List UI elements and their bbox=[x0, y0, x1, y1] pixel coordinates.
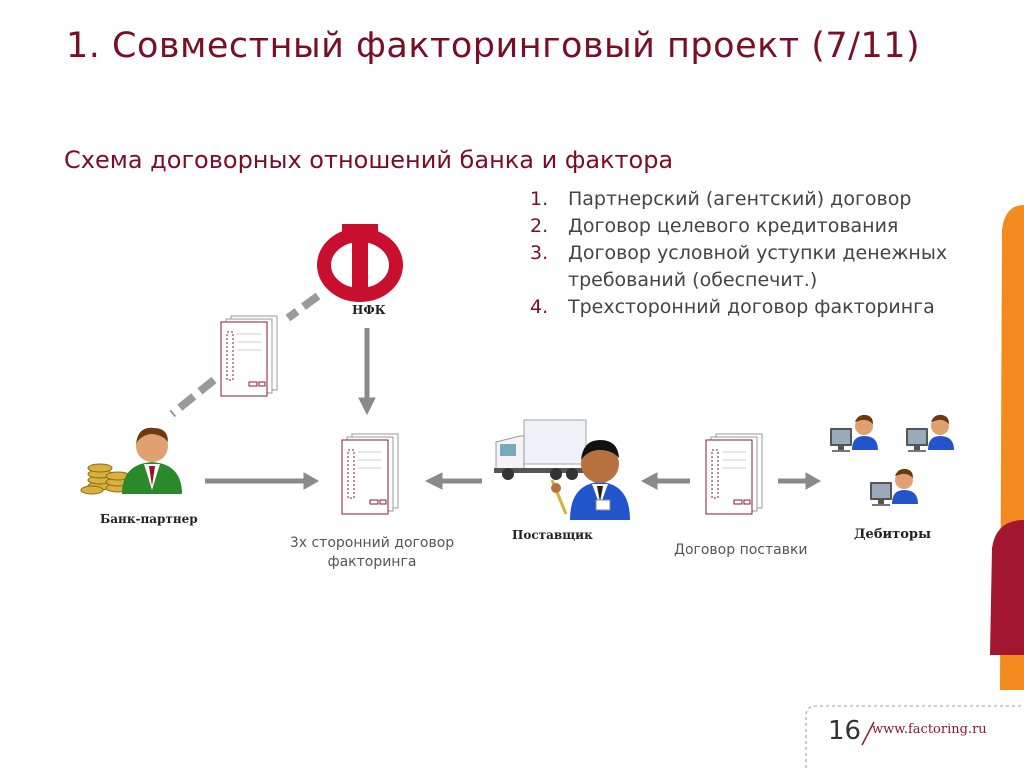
arrow-icon bbox=[205, 328, 822, 490]
connector-nfk-doc bbox=[285, 292, 321, 322]
connector-doc-bank bbox=[169, 376, 217, 418]
computer-user-icon bbox=[830, 414, 878, 452]
document-icon bbox=[220, 315, 278, 397]
side-decoration-red bbox=[990, 520, 1024, 655]
document-icon bbox=[705, 433, 763, 515]
slide-title: 1. Совместный факторинговый проект (7/11… bbox=[66, 26, 921, 66]
page-number: 16 bbox=[828, 716, 862, 746]
supplier-person-icon bbox=[550, 440, 630, 520]
bank-partner-label: Банк-партнер bbox=[100, 512, 198, 526]
computer-user-icon bbox=[870, 468, 918, 506]
nfk-logo-icon bbox=[317, 224, 403, 302]
slide-subtitle: Схема договорных отношений банка и факто… bbox=[64, 146, 674, 174]
computer-user-icon bbox=[906, 414, 954, 452]
document-icon bbox=[341, 433, 399, 515]
footer-dashed-frame bbox=[805, 705, 1024, 768]
contract-list: 1.Партнерский (агентский) договор 2.Дого… bbox=[530, 186, 1008, 321]
website-link[interactable]: www.factoring.ru bbox=[872, 722, 987, 737]
list-item: 2.Договор целевого кредитования bbox=[530, 215, 899, 237]
debtors-label: Дебиторы bbox=[854, 527, 931, 542]
list-item: 4.Трехсторонний договор факторинга bbox=[530, 296, 935, 318]
list-item: 3.Договор условной уступки денежных треб… bbox=[530, 242, 948, 291]
supply-contract-caption: Договор поставки bbox=[674, 542, 808, 558]
nfk-label: НФК bbox=[352, 303, 386, 317]
list-item: 1.Партнерский (агентский) договор bbox=[530, 188, 912, 210]
truck-icon bbox=[494, 419, 587, 480]
supplier-label: Поставщик bbox=[512, 528, 593, 542]
tripartite-contract-caption: 3х сторонний договор факторинга bbox=[289, 535, 455, 570]
banker-icon bbox=[122, 427, 182, 494]
footer-slash bbox=[861, 721, 875, 746]
